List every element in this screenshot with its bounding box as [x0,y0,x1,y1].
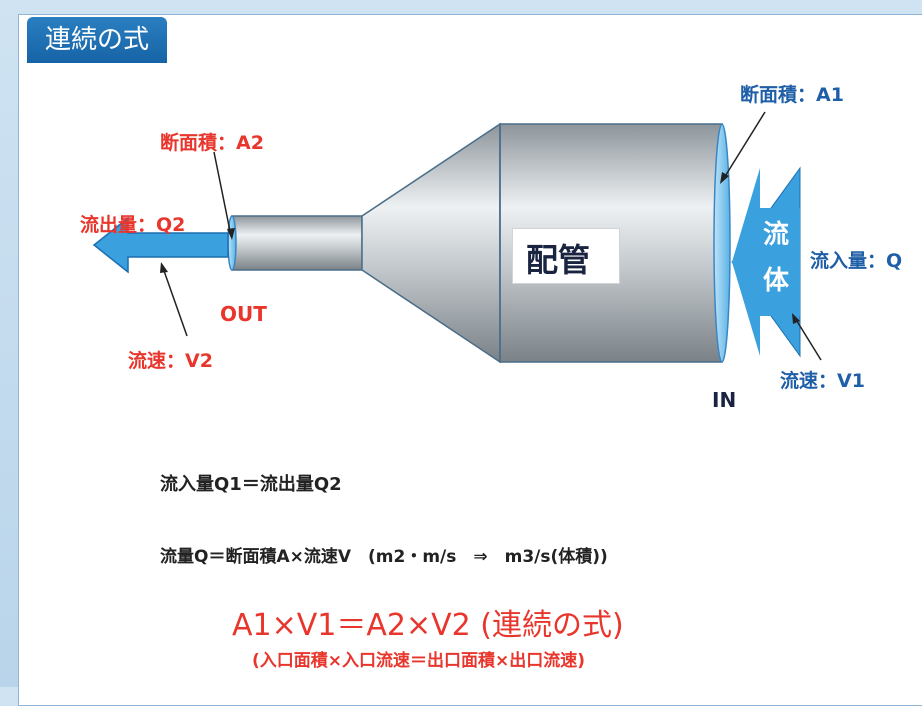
equation-flow-balance: 流入量Q1＝流出量Q2 [160,474,342,495]
pointer-a1 [723,111,766,179]
outlet-pipe [231,215,363,271]
velocity-v2-label: 流速：V2 [128,350,213,372]
fluid-label-1: 流 [763,220,790,250]
equation-flow-definition: 流量Q＝断面積A×流速V (m2・m/s ⇒ m3/s(体積)) [160,547,608,567]
outflow-q2-label: 流出量：Q2 [80,214,186,236]
in-label: IN [712,388,737,412]
fluid-label-2: 体 [763,266,790,296]
area-a1-label: 断面積：A1 [740,84,844,106]
velocity-v1-label: 流速：V1 [780,370,865,392]
pointer-v2 [162,267,188,337]
pipe-label: 配管 [526,241,591,279]
continuity-equation: A1×V1＝A2×V2 (連続の式) [232,608,624,643]
reducer-cone [361,122,501,364]
out-label: OUT [220,302,267,326]
inflow-q1-label: 流入量：Q [810,250,903,272]
outflow-arrow [92,216,229,274]
pointer-a2 [213,151,232,237]
continuity-equation-note: (入口面積×入口流速＝出口面積×出口流速) [252,651,586,671]
inlet-cross-section [713,123,731,363]
slide-frame [18,14,922,706]
area-a2-label: 断面積：A2 [160,132,264,154]
pointer-v1 [794,317,822,361]
pipe-diagram [92,111,822,364]
pipe-label-box [512,228,620,284]
slide-title: 連続の式 [27,17,168,63]
